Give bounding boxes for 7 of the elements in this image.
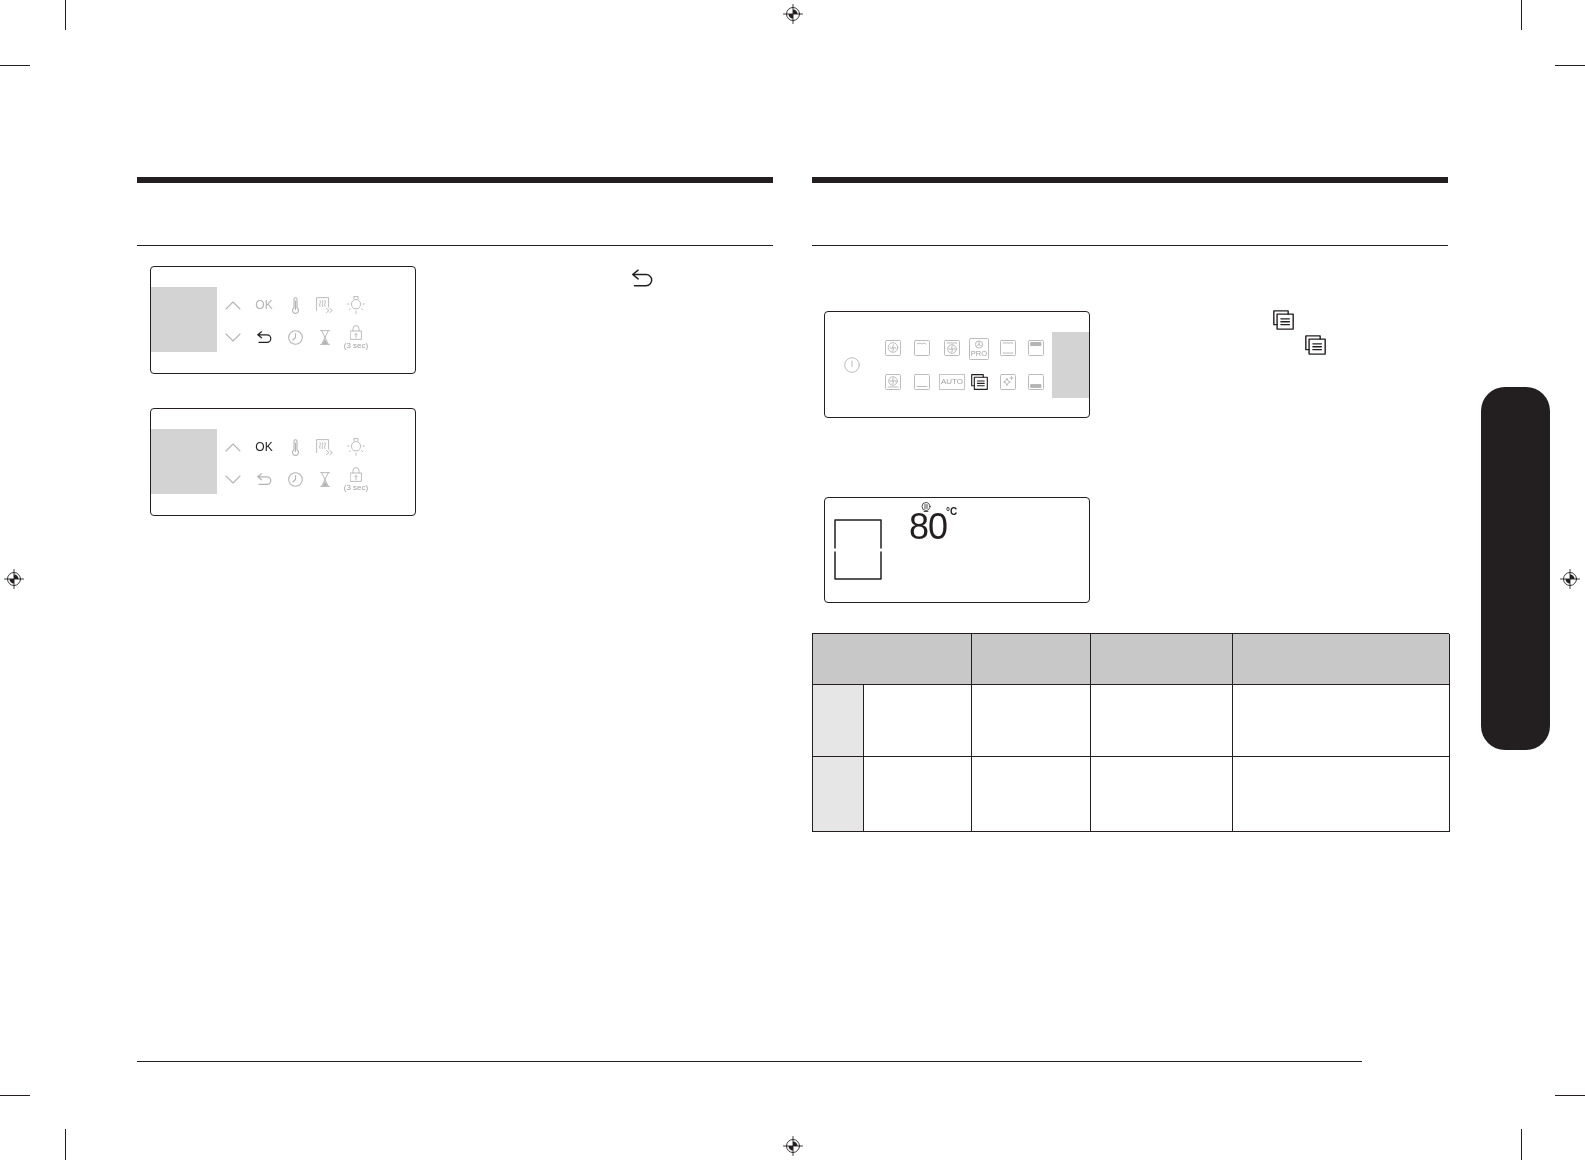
auto-mode-label: AUTO [938,374,966,390]
hold-time-label: (3 sec) [343,342,369,350]
side-tab [1481,387,1550,750]
ok-key-label: OK [255,441,273,453]
celsius-unit: °C [946,507,958,517]
hold-time-label: (3 sec) [343,484,369,492]
ok-key-label: OK [255,299,273,311]
